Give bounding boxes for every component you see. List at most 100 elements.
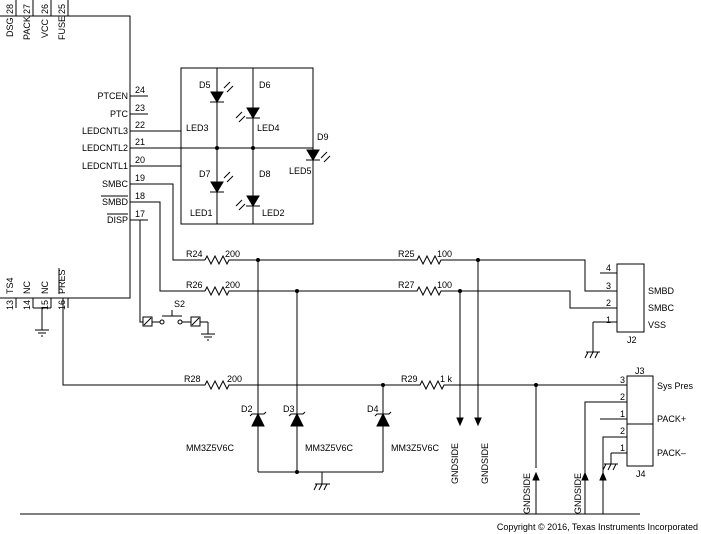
pin-26-num: 26 — [40, 4, 50, 14]
pin-28-name: DSG — [5, 17, 15, 37]
r29-ref: R29 — [401, 374, 418, 384]
pin-27-num: 27 — [22, 4, 32, 14]
pin-20-name: LEDCNTL1 — [82, 161, 128, 171]
pin-28-num: 28 — [5, 4, 15, 14]
j4-pin2-label: PACK– — [657, 448, 686, 458]
resistor-r29: R29 1 k — [383, 374, 627, 391]
r26-ref: R26 — [186, 280, 203, 290]
led5-label: LED5 — [289, 166, 312, 176]
switch-s2: S2 — [142, 299, 215, 341]
pin-25-name: FUSE — [57, 16, 67, 40]
r27-value: 100 — [437, 280, 452, 290]
connector-j3-j4: J3 3 Sys Pres 2 1 PACK+ 2 PACK– 1 J4 — [584, 366, 694, 480]
gndside-r25: GNDSIDE — [474, 258, 490, 484]
zener-d3: D3 MM3Z5V6C — [283, 289, 354, 472]
r25-value: 100 — [437, 249, 452, 259]
led-d9 — [306, 149, 331, 163]
gndside-bottom-3 — [599, 471, 607, 514]
d4-label: D4 — [367, 404, 379, 414]
j4-pin1-num: 1 — [620, 443, 625, 453]
gndside-bottom-1: GNDSIDE — [522, 383, 540, 514]
led4-label: LED4 — [257, 123, 280, 133]
pin-23-name: PTC — [110, 109, 129, 119]
resistor-r26: R26 200 — [186, 280, 297, 297]
j2-ref: J2 — [627, 335, 637, 345]
zener-ground — [258, 470, 383, 491]
gndside-label-3: GNDSIDE — [522, 473, 532, 514]
gndside-label-1: GNDSIDE — [450, 443, 460, 484]
led-d5 — [210, 81, 234, 103]
pin-20-num: 20 — [135, 155, 145, 165]
j4-pin2-num: 2 — [620, 426, 625, 436]
resistor-r27: R27 100 — [297, 280, 460, 297]
j2-pin1-label: VSS — [648, 320, 666, 330]
resistor-r25: R25 100 — [258, 249, 478, 266]
led-array: D5 D6 D7 D8 D9 LED3 LED4 LED1 LED2 LED5 — [148, 67, 331, 225]
pin-26-name: VCC — [40, 18, 50, 38]
zener-d4: D4 MM3Z5V6C — [367, 383, 440, 472]
j3-pin2-num: 2 — [620, 392, 625, 402]
j3-pin3-label: Sys Pres — [657, 381, 694, 391]
j3-pin1-num: 1 — [620, 409, 625, 419]
pin-21-name: LEDCNTL2 — [82, 143, 128, 153]
r24-value: 200 — [225, 249, 240, 259]
d4-part: MM3Z5V6C — [391, 443, 440, 453]
smbd-to-j2 — [478, 259, 617, 292]
d7-label: D7 — [199, 169, 211, 179]
nc-pins-ground — [33, 307, 51, 337]
led-d8 — [235, 195, 260, 211]
zener-d2: D2 MM3Z5V6C — [186, 258, 267, 472]
r26-value: 200 — [225, 280, 240, 290]
r28-ref: R28 — [184, 374, 201, 384]
pin-27-name: PACK — [22, 16, 32, 40]
r25-ref: R25 — [398, 249, 415, 259]
d2-part: MM3Z5V6C — [186, 443, 235, 453]
d2-label: D2 — [241, 404, 253, 414]
j2-pin2-num: 2 — [606, 298, 611, 308]
ic-u1: 28 DSG 27 PACK 26 VCC 25 FUSE PTCEN 24 P… — [0, 0, 148, 310]
r27-ref: R27 — [398, 280, 415, 290]
pin-13-name: TS4 — [5, 277, 15, 294]
pin-22-name: LEDCNTL3 — [82, 126, 128, 136]
gndside-label-2: GNDSIDE — [480, 443, 490, 484]
r28-value: 200 — [227, 374, 242, 384]
d9-label: D9 — [317, 132, 329, 142]
j2-pin4-num: 4 — [606, 263, 611, 273]
d3-part: MM3Z5V6C — [305, 443, 354, 453]
gndside-bottom-2: GNDSIDE — [573, 471, 589, 514]
connector-j2: 4 3 SMBD 2 SMBC 1 VSS J2 — [584, 263, 675, 359]
led-d6 — [235, 107, 260, 123]
pin-23-num: 23 — [135, 103, 145, 113]
pin-24-name: PTCEN — [97, 91, 128, 101]
d3-label: D3 — [283, 404, 295, 414]
smb-wiring — [139, 183, 205, 323]
j4-ref: J4 — [636, 469, 646, 479]
pin-16-num: 16 — [57, 300, 67, 310]
pin-19-num: 19 — [135, 173, 145, 183]
gndside-r27: GNDSIDE — [450, 289, 464, 484]
s2-label: S2 — [174, 299, 185, 309]
pin-16-name: PRES — [57, 269, 67, 294]
resistor-r24: R24 200 — [186, 249, 258, 266]
d6-label: D6 — [259, 80, 271, 90]
led3-label: LED3 — [186, 123, 209, 133]
pin-14-num: 14 — [22, 300, 32, 310]
r24-ref: R24 — [186, 249, 203, 259]
pin-18-num: 18 — [135, 191, 145, 201]
pin-19-name: SMBC — [102, 179, 129, 189]
copyright-text: Copyright © 2016, Texas Instruments Inco… — [497, 522, 698, 532]
pin-17-num: 17 — [135, 209, 145, 219]
pin-24-num: 24 — [135, 85, 145, 95]
pin-25-num: 25 — [57, 4, 67, 14]
pin-15-num: 15 — [40, 300, 50, 310]
led-d7 — [210, 171, 234, 193]
j3-pin3-num: 3 — [620, 375, 625, 385]
d8-label: D8 — [259, 169, 271, 179]
j2-pin3-num: 3 — [606, 281, 611, 291]
j2-pin2-label: SMBC — [648, 303, 675, 313]
r29-value: 1 k — [440, 374, 453, 384]
d5-label: D5 — [199, 80, 211, 90]
pin-17-name: DISP — [107, 215, 128, 225]
gndside-label-4: GNDSIDE — [573, 473, 583, 514]
